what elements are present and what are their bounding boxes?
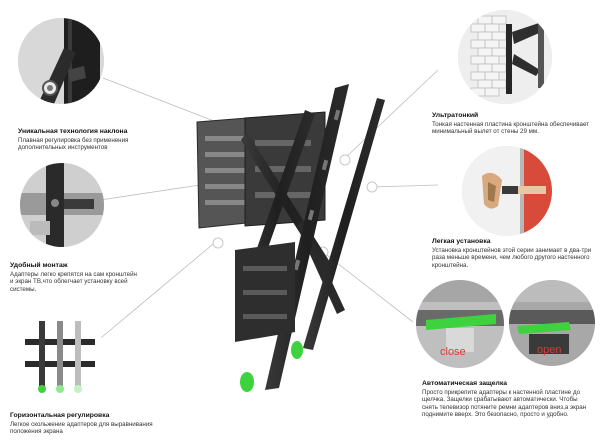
ultrathin-wall-photo [458,10,552,104]
feature-desc-auto-latch: Просто прикрепите адаптеры к настенной п… [422,388,587,419]
tv-wall-mount-illustration [196,84,385,392]
latch-close-label: close [440,346,466,358]
latch-open-photo: open [509,280,595,366]
feature-caption-ultrathin: Ультратонкий Тонкая настенная пластина к… [432,112,592,136]
adapter-mounting-photo [20,163,104,247]
feature-title-horizontal: Горизонтальная регулировка [10,412,110,419]
feature-title-tilt: Уникальная технология наклона [18,128,128,135]
feature-title-auto-latch: Автоматическая защелка [422,380,508,387]
feature-caption-tilt: Уникальная технология наклона Плавная ре… [18,128,178,152]
feature-title-mounting: Удобный монтаж [10,262,68,269]
feature-desc-mounting: Адаптеры легко крепятся на сам кронштейн… [10,270,137,293]
feature-title-easy-install: Легкая установка [432,238,491,245]
feature-title-ultrathin: Ультратонкий [432,112,479,119]
feature-desc-horizontal: Легкое скольжение адаптеров для выравнив… [10,420,153,436]
feature-desc-ultrathin: Тонкая настенная пластина кронштейна обе… [432,120,590,136]
easy-installation-photo [462,146,552,236]
tilt-mechanism-photo [18,18,104,104]
feature-caption-mounting: Удобный монтаж Адаптеры легко крепятся н… [10,262,140,293]
feature-desc-tilt: Плавная регулировка без применения допол… [18,136,129,152]
feature-caption-easy-install: Легкая установка Установка кронштейнов э… [432,238,592,269]
feature-caption-horizontal: Горизонтальная регулировка Легкое скольж… [10,412,160,436]
feature-desc-easy-install: Установка кронштейнов этой серии занимае… [432,246,592,269]
latch-open-label: open [537,344,562,356]
horizontal-adjustment-photo [15,311,105,401]
feature-caption-auto-latch: Автоматическая защелка Просто прикрепите… [422,380,594,419]
latch-closed-photo: close [416,280,504,368]
